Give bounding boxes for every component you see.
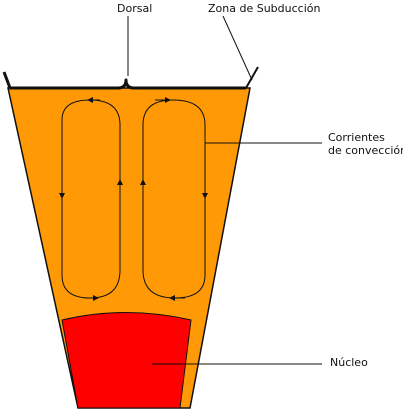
core-region: [61, 312, 192, 409]
label-convection-line1: Corrientes: [328, 131, 385, 144]
subduction-plate-line: [245, 66, 259, 89]
label-subduction-zone: Zona de Subducción: [208, 2, 321, 15]
label-convection-currents: Corrientes de convección: [328, 131, 403, 157]
label-core: Núcleo: [330, 356, 368, 369]
crust-outline: [2, 71, 246, 90]
leader-subduccion: [222, 15, 253, 81]
label-convection-line2: de convección: [328, 144, 403, 157]
convection-cell-right: [140, 97, 208, 301]
convection-cell-left: [59, 97, 123, 301]
label-dorsal: Dorsal: [117, 2, 153, 15]
